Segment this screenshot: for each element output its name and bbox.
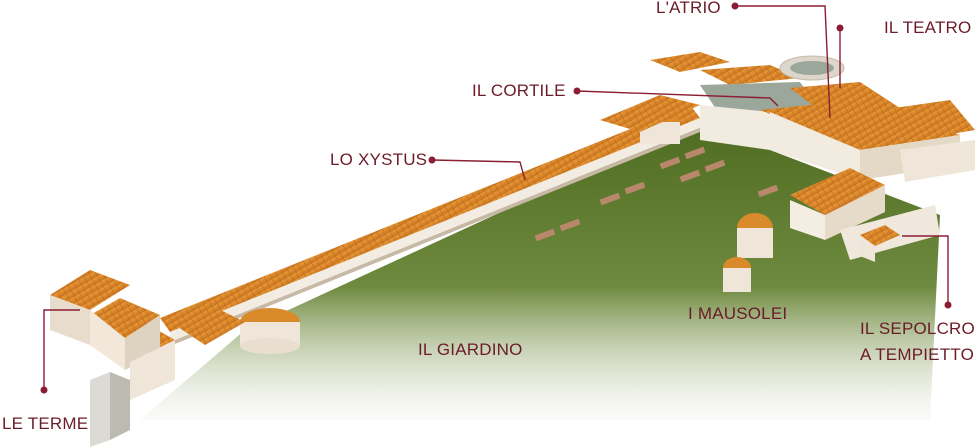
leader-lines	[40, 2, 952, 394]
label-atrio: L'ATRIO	[656, 0, 721, 17]
xystus-portico	[160, 105, 700, 346]
label-giardino: IL GIARDINO	[418, 340, 523, 359]
label-mausolei: I MAUSOLEI	[688, 304, 788, 323]
label-xystus: LO XYSTUS	[330, 150, 428, 169]
label-sepolcro-line1: IL SEPOLCRO	[860, 319, 975, 338]
mausolei-buildings	[723, 213, 773, 292]
label-teatro: IL TEATRO	[884, 18, 972, 37]
label-cortile: IL CORTILE	[472, 81, 566, 100]
portico-tower	[240, 308, 300, 354]
label-terme: LE TERME	[2, 414, 89, 433]
baths-complex	[50, 270, 245, 447]
garden-lawn	[140, 125, 940, 420]
label-sepolcro-line2: A TEMPIETTO	[860, 345, 974, 364]
garden-plantings	[534, 146, 779, 242]
